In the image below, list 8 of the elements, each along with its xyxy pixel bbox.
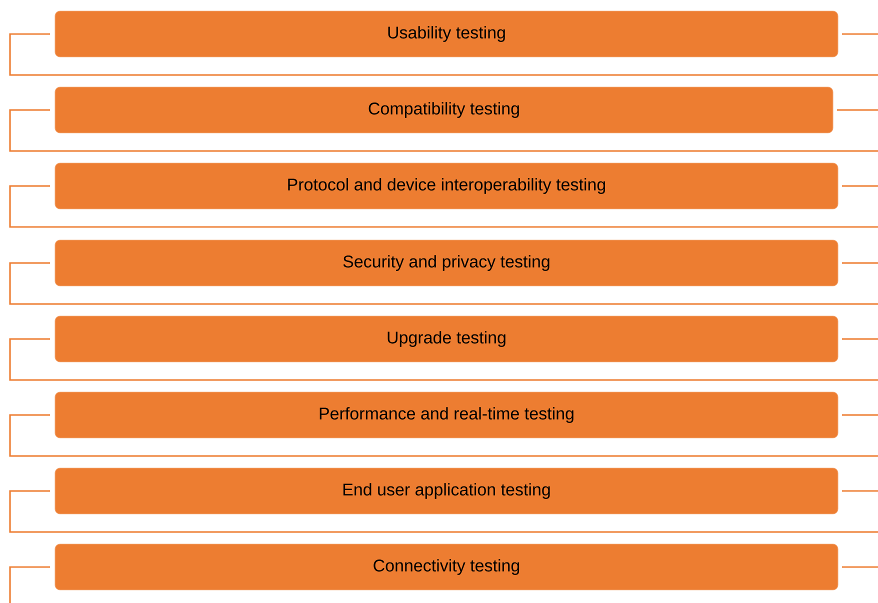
process-box: Performance and real-time testing xyxy=(54,392,838,438)
process-box: Protocol and device interoperability testing xyxy=(54,162,838,210)
process-box: End user application testing xyxy=(54,468,838,514)
process-box: Usability testing xyxy=(54,10,838,58)
process-box: Upgrade testing xyxy=(54,316,838,362)
process-box: Compatibility testing xyxy=(54,86,834,134)
process-box: Connectivity testing xyxy=(54,544,838,590)
process-box: Security and privacy testing xyxy=(54,240,838,286)
